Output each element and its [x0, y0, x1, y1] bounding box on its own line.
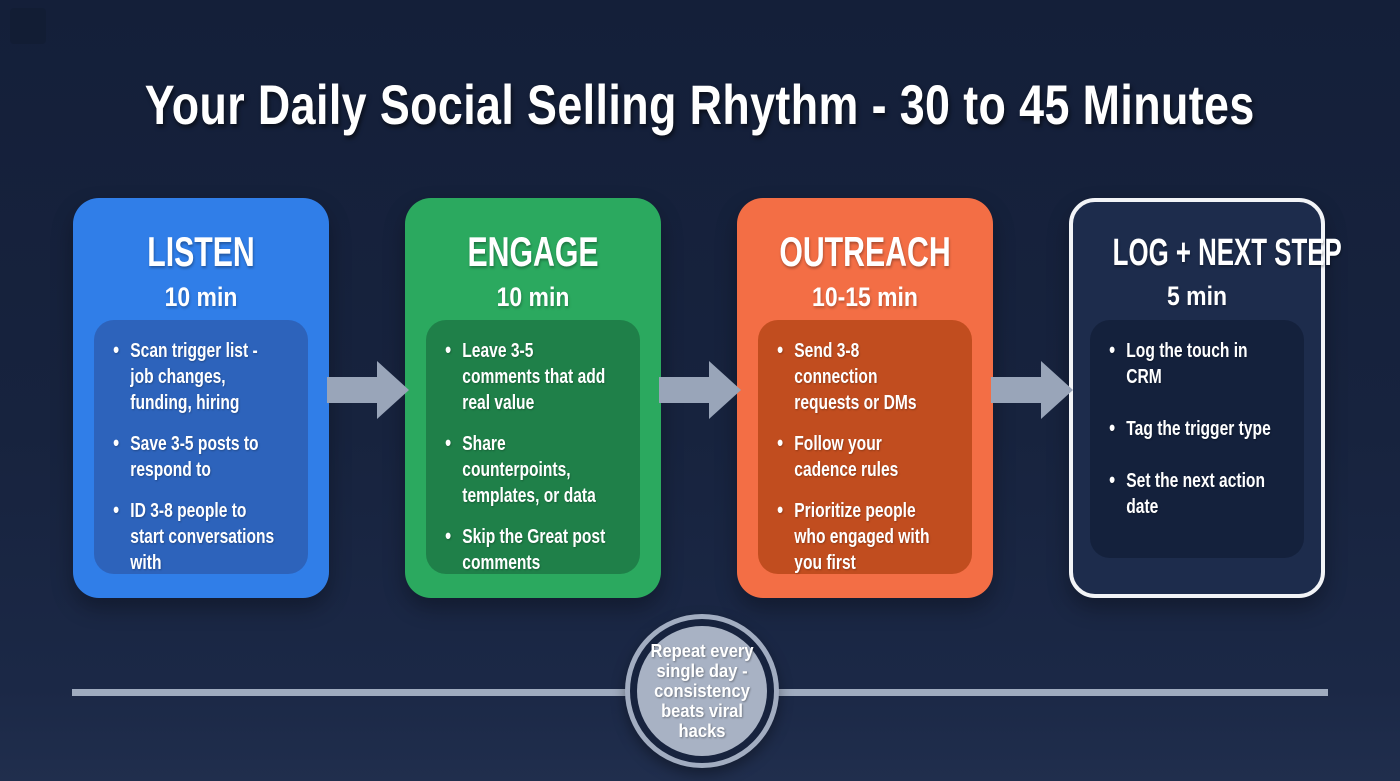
bullet-item: Share counterpoints, templates, or data: [442, 430, 621, 509]
repeat-note: Repeat every single day - consistency be…: [650, 641, 754, 741]
bullet-item: Follow your cadence rules: [774, 430, 953, 483]
bullet-text: Log the touch in CRM: [1126, 340, 1248, 388]
card-log-next-step: LOG + NEXT STEP 5 min Log the touch in C…: [1069, 198, 1342, 598]
card-title: ENGAGE: [467, 228, 599, 275]
card-engage: ENGAGE 10 min Leave 3-5 comments that ad…: [405, 198, 661, 598]
bullet-text: Share counterpoints, templates, or data: [462, 433, 596, 507]
bullet-item: Save 3-5 posts to respond to: [110, 430, 289, 483]
bullet-text: ID 3-8 people to start conversations wit…: [130, 500, 275, 574]
bullet-item: ID 3-8 people to start conversations wit…: [110, 497, 289, 576]
bullet-item: Scan trigger list - job changes, funding…: [110, 337, 289, 416]
bullet-item: Log the touch in CRM: [1106, 337, 1285, 390]
bullet-text: Leave 3-5 comments that add real value: [462, 340, 606, 414]
card-duration: 5 min: [1167, 281, 1227, 311]
card-outreach: OUTREACH 10-15 min Send 3-8 connection r…: [737, 198, 993, 598]
bullet-text: Save 3-5 posts to respond to: [130, 433, 259, 481]
card-listen: LISTEN 10 min Scan trigger list - job ch…: [73, 198, 329, 598]
card-duration: 10 min: [164, 282, 238, 312]
bullet-text: Skip the Great post comments: [462, 526, 606, 574]
flow-arrow-icon: [327, 361, 409, 419]
bullet-item: Send 3-8 connection requests or DMs: [774, 337, 953, 416]
bullet-text: Set the next action date: [1126, 470, 1265, 518]
repeat-circle: Repeat every single day - consistency be…: [625, 614, 779, 768]
flow-arrow-icon: [991, 361, 1073, 419]
card-title: LOG + NEXT STEP: [1112, 232, 1342, 274]
corner-mark: [10, 8, 46, 44]
bullet-item: Tag the trigger type: [1106, 415, 1285, 442]
card-duration: 10-15 min: [812, 282, 918, 312]
bullet-item: Leave 3-5 comments that add real value: [442, 337, 621, 416]
bullet-text: Send 3-8 connection requests or DMs: [794, 340, 917, 414]
card-panel: Send 3-8 connection requests or DMs Foll…: [758, 320, 972, 574]
page-title: Your Daily Social Selling Rhythm - 30 to…: [145, 73, 1255, 136]
card-duration: 10 min: [496, 282, 570, 312]
bullet-item: Skip the Great post comments: [442, 523, 621, 576]
bullet-text: Prioritize people who engaged with you f…: [794, 500, 930, 574]
flow-arrow-icon: [659, 361, 741, 419]
repeat-circle-disc: Repeat every single day - consistency be…: [637, 626, 767, 756]
card-panel: Scan trigger list - job changes, funding…: [94, 320, 308, 574]
bullet-list: Scan trigger list - job changes, funding…: [110, 337, 289, 576]
card-panel: Log the touch in CRM Tag the trigger typ…: [1090, 320, 1304, 558]
bullet-list: Log the touch in CRM Tag the trigger typ…: [1106, 337, 1285, 520]
card-panel: Leave 3-5 comments that add real value S…: [426, 320, 640, 574]
card-title: LISTEN: [147, 228, 255, 275]
bullet-item: Prioritize people who engaged with you f…: [774, 497, 953, 576]
card-title: OUTREACH: [779, 228, 951, 275]
bullet-list: Send 3-8 connection requests or DMs Foll…: [774, 337, 953, 576]
bullet-list: Leave 3-5 comments that add real value S…: [442, 337, 621, 576]
bullet-text: Scan trigger list - job changes, funding…: [130, 340, 258, 414]
bullet-text: Tag the trigger type: [1126, 418, 1271, 440]
bullet-text: Follow your cadence rules: [794, 433, 899, 481]
bullet-item: Set the next action date: [1106, 467, 1285, 520]
title-row: Your Daily Social Selling Rhythm - 30 to…: [0, 72, 1400, 137]
